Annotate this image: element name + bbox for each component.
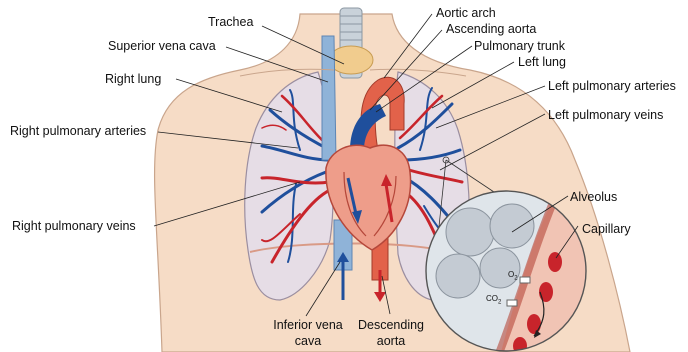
descending-aorta-label-line2: aorta: [350, 334, 432, 348]
inferior-vena-cava-label-line1: Inferior vena: [256, 318, 360, 332]
right-pulmonary-veins-label: Right pulmonary veins: [12, 219, 136, 233]
trachea-label: Trachea: [208, 15, 253, 29]
capillary-label: Capillary: [582, 222, 631, 236]
alveolus-label: Alveolus: [570, 190, 617, 204]
ascending-aorta-label: Ascending aorta: [446, 22, 536, 36]
right-pulmonary-arteries-label: Right pulmonary arteries: [10, 124, 146, 138]
right-lung-label: Right lung: [105, 72, 161, 86]
inferior-vena-cava-label-line2: cava: [256, 334, 360, 348]
oxygen-label: O2: [508, 268, 518, 286]
left-pulmonary-veins-label: Left pulmonary veins: [548, 108, 663, 122]
left-pulmonary-arteries-label: Left pulmonary arteries: [548, 79, 676, 93]
superior-vena-cava-label: Superior vena cava: [108, 39, 216, 53]
pulmonary-trunk-label: Pulmonary trunk: [474, 39, 565, 53]
carbon-dioxide-label: CO2: [486, 292, 501, 310]
descending-aorta-label-line1: Descending: [350, 318, 432, 332]
aortic-arch-label: Aortic arch: [436, 6, 496, 20]
left-lung-label: Left lung: [518, 55, 566, 69]
